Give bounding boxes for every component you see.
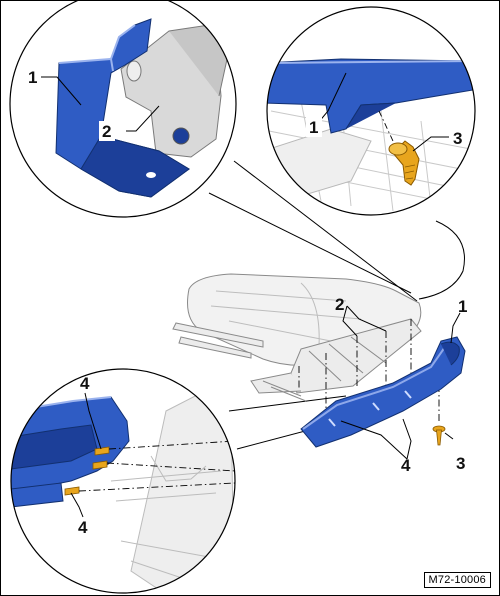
side-cover-part [300,336,466,448]
callout-d-part-4-top: 4 [80,374,90,393]
callout-d-part-4-bottom: 4 [78,518,88,537]
detail-view-b [266,6,476,216]
main-assembly [172,273,466,460]
screw-fastener [432,425,446,446]
callout-main-part-3: 3 [456,454,465,473]
detail-a-leaders [41,76,160,132]
figure-reference-code: M72-10006 [423,572,491,588]
detail-d-leaders [70,392,102,518]
main-callout-leaders [340,305,461,460]
callout-labels: 1 2 1 3 1 2 3 4 4 4 [28,68,467,537]
callout-a-part-1: 1 [28,68,37,87]
callout-b-part-3: 3 [453,129,462,148]
callout-a-part-2: 2 [102,122,111,141]
callout-main-part-2: 2 [335,295,344,314]
detail-view-d [10,368,236,594]
detail-screw [388,140,420,186]
detail-view-a [9,1,237,218]
seat-frame [172,318,422,402]
callout-b-part-1: 1 [309,118,318,137]
detail-fasteners [64,446,110,496]
callout-main-part-1: 1 [458,297,467,316]
callout-main-part-4: 4 [401,456,411,475]
